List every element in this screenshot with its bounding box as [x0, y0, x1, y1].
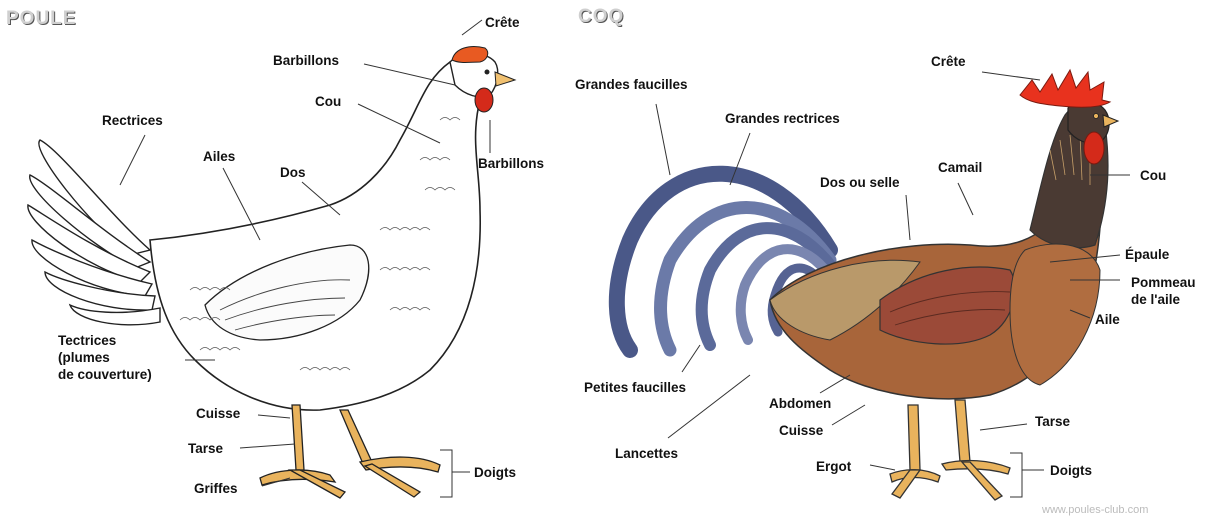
label-crete: Crête — [931, 53, 966, 70]
poule-tail — [28, 140, 160, 325]
label-dos: Dos — [280, 164, 306, 181]
label-rectrices: Rectrices — [102, 112, 163, 129]
label-camail: Camail — [938, 159, 982, 176]
label-aile: Aile — [1095, 311, 1120, 328]
label-ailes: Ailes — [203, 148, 235, 165]
label-doigts: Doigts — [474, 464, 516, 481]
coq-beak — [1103, 115, 1118, 127]
label-cuisse: Cuisse — [196, 405, 240, 422]
poule-diagram: POULE Crête Barbillons Cou Barbillons Re… — [0, 0, 570, 518]
label-petites-faucilles: Petites faucilles — [584, 379, 686, 396]
label-cuisse: Cuisse — [779, 422, 823, 439]
label-lancettes: Lancettes — [615, 445, 678, 462]
coq-breast — [1010, 244, 1100, 385]
coq-legs — [890, 400, 1010, 500]
poule-eye — [485, 70, 490, 75]
coq-wattle — [1084, 132, 1104, 164]
coq-comb — [1020, 70, 1110, 107]
label-tectrices: Tectrices (plumes de couverture) — [58, 332, 152, 383]
poule-legs — [260, 405, 440, 498]
label-barbillons-right: Barbillons — [478, 155, 544, 172]
label-grandes-faucilles: Grandes faucilles — [575, 76, 688, 93]
coq-title: COQ — [578, 6, 624, 28]
coq-eye — [1094, 114, 1099, 119]
label-cou: Cou — [315, 93, 341, 110]
poule-title: POULE — [6, 8, 76, 30]
label-tarse: Tarse — [188, 440, 223, 457]
poule-beak — [495, 72, 515, 86]
label-abdomen: Abdomen — [769, 395, 831, 412]
label-ergot: Ergot — [816, 458, 851, 475]
label-pommeau: Pommeau de l'aile — [1131, 274, 1196, 308]
poule-illustration — [0, 0, 570, 518]
label-epaule: Épaule — [1125, 246, 1169, 263]
label-tarse: Tarse — [1035, 413, 1070, 430]
label-griffes: Griffes — [194, 480, 238, 497]
poule-body — [150, 60, 483, 410]
label-cou: Cou — [1140, 167, 1166, 184]
poule-comb — [452, 47, 488, 63]
label-dos-ou-selle: Dos ou selle — [820, 174, 900, 191]
label-crete: Crête — [485, 14, 520, 31]
poule-wattle — [475, 88, 493, 112]
watermark: www.poules-club.com — [1042, 504, 1148, 516]
label-doigts: Doigts — [1050, 462, 1092, 479]
label-grandes-rectrices: Grandes rectrices — [725, 110, 840, 127]
coq-diagram: COQ Grandes faucilles Grandes rectrices … — [570, 0, 1230, 518]
label-barbillons-top: Barbillons — [273, 52, 339, 69]
